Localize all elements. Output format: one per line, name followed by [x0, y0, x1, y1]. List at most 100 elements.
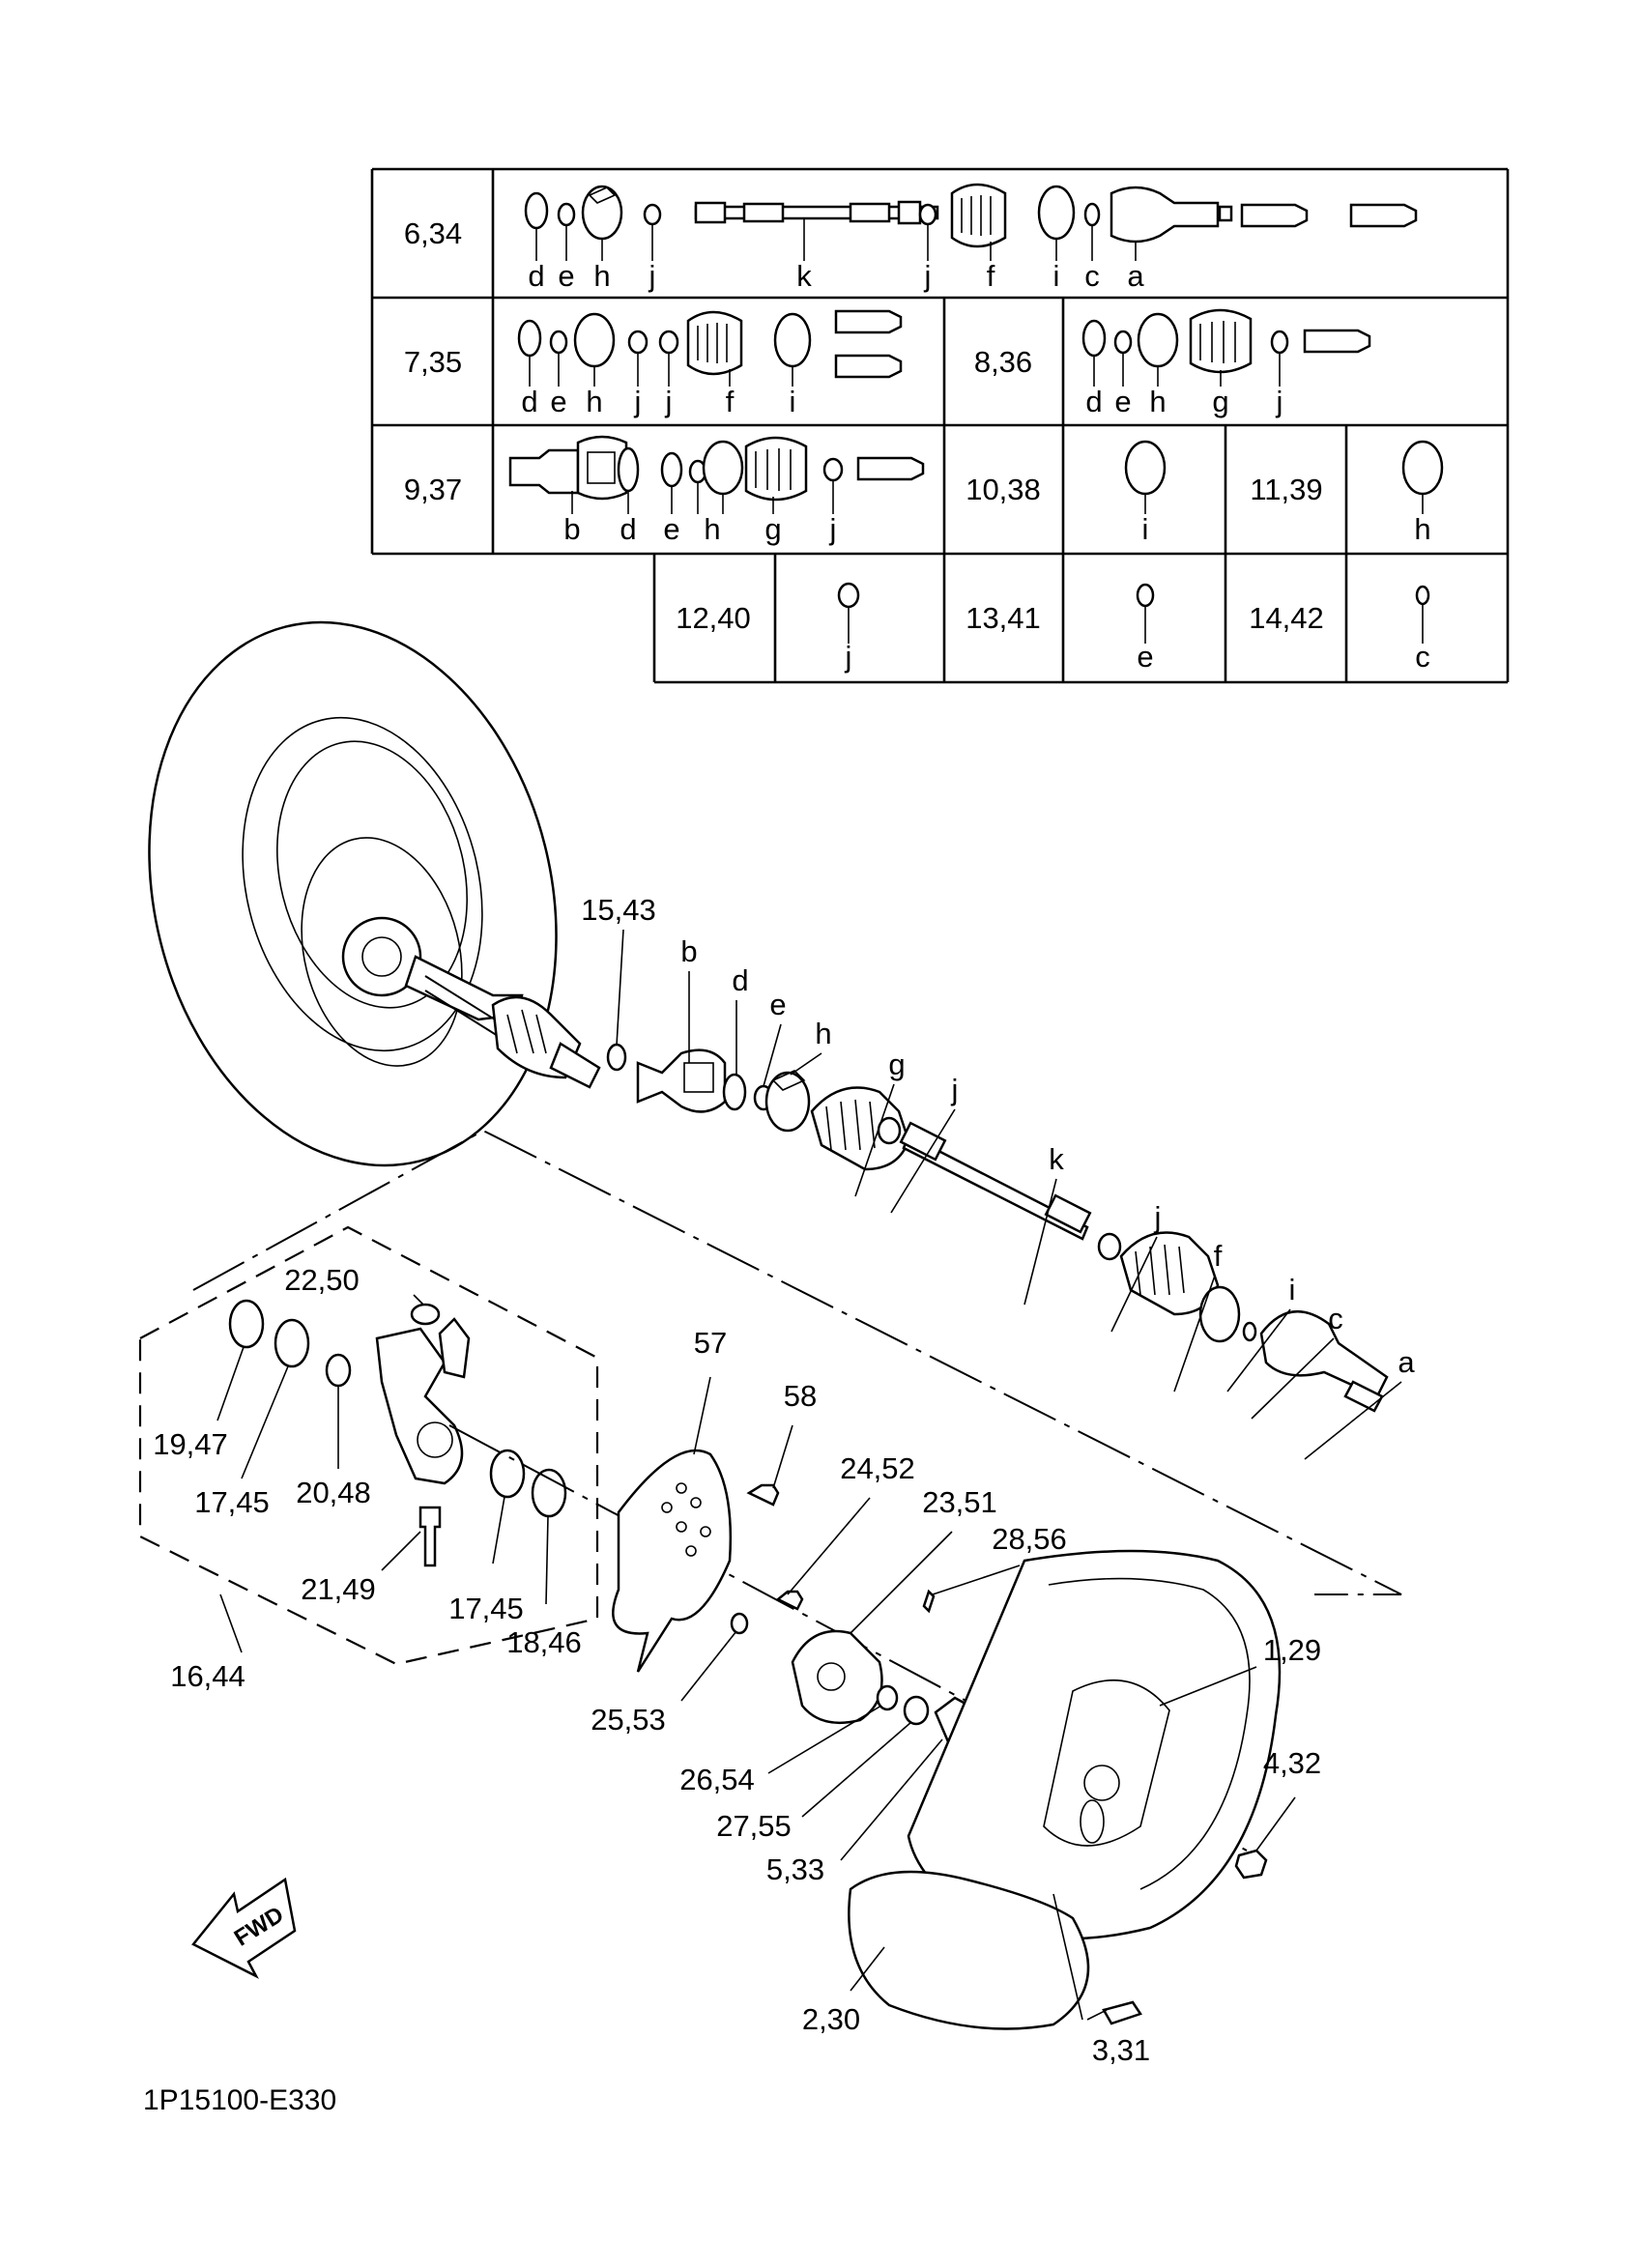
table-row-5-number: 10,38 — [966, 473, 1041, 506]
callout-57: 57 — [694, 1326, 727, 1360]
callout-labels: 15,43 b d e h g j k j f i c a 22,50 19,4… — [153, 893, 1415, 2067]
steering-knuckle — [375, 1317, 471, 1485]
row1-letter-e: e — [558, 259, 574, 293]
row2-letter-j2: j — [665, 385, 673, 418]
band-i — [1198, 1285, 1241, 1343]
table-row-3-number: 8,36 — [974, 345, 1032, 379]
row1-letter-k: k — [796, 259, 812, 293]
callout-21-49: 21,49 — [301, 1572, 376, 1606]
alignment-line-shaft — [192, 1129, 1402, 1595]
row4-letter-d: d — [620, 512, 636, 546]
callout-24-52: 24,52 — [840, 1451, 915, 1485]
shaft-k — [899, 1121, 1092, 1241]
ball-joint-21-49 — [418, 1506, 442, 1567]
row5-letter-i: i — [1142, 512, 1149, 546]
table-row-8-number: 13,41 — [966, 601, 1041, 635]
callout-15-43: 15,43 — [581, 893, 656, 927]
callout-26-54: 26,54 — [679, 1763, 755, 1796]
front-wheel-lower — [848, 1549, 1282, 2030]
callout-18-46: 18,46 — [506, 1625, 582, 1659]
bearing-17-45-upper — [274, 1318, 310, 1368]
callout-25-53: 25,53 — [591, 1703, 666, 1737]
oil-seal-18-46 — [531, 1468, 567, 1518]
callout-17-45-upper: 17,45 — [194, 1485, 270, 1519]
row1-letter-h: h — [593, 259, 610, 293]
row2-letter-f: f — [726, 385, 735, 418]
circlip-d — [722, 1073, 747, 1111]
row9-letter-c: c — [1415, 640, 1430, 674]
callout-17-45-lower: 17,45 — [448, 1592, 524, 1625]
row4-part-sketches — [508, 435, 925, 502]
washer-26-54 — [876, 1684, 899, 1711]
row2-part-sketches — [517, 309, 903, 379]
circlip-15-43 — [606, 1043, 627, 1072]
callout-g: g — [888, 1048, 905, 1081]
callout-a: a — [1398, 1345, 1415, 1379]
row4-letter-e: e — [663, 512, 679, 546]
table-row-9-number: 14,42 — [1249, 601, 1324, 635]
callout-23-51: 23,51 — [922, 1485, 997, 1519]
oil-seal-19-47 — [228, 1299, 265, 1349]
callout-3-31: 3,31 — [1092, 2033, 1150, 2067]
row4-letter-j: j — [829, 512, 837, 546]
row3-letter-j: j — [1276, 385, 1283, 418]
row5-part-sketches: i h — [1124, 440, 1444, 546]
callout-f: f — [1214, 1239, 1223, 1273]
band-j2 — [1097, 1232, 1122, 1261]
row7-to-9-part-sketches: j e c — [837, 582, 1430, 674]
row4-letter-g: g — [764, 512, 781, 546]
bolt-24-52 — [775, 1590, 804, 1611]
bearing-17-45-lower — [489, 1449, 526, 1499]
row3-part-sketches — [1081, 308, 1371, 374]
boot-g — [810, 1086, 910, 1171]
callout-j-lower: j — [1154, 1200, 1162, 1234]
row2-letter-j: j — [634, 385, 642, 418]
wheel-hub-23-51 — [791, 1629, 883, 1725]
driveshaft-exploded — [606, 1043, 1389, 1413]
inner-joint-b — [636, 1048, 727, 1113]
row3-letter-h: h — [1149, 385, 1166, 418]
row1-letter-d: d — [528, 259, 544, 293]
row1-letter-j2: j — [924, 259, 932, 293]
callout-28-56: 28,56 — [992, 1522, 1067, 1556]
washer-25-53 — [730, 1612, 749, 1635]
row1-part-sketches — [524, 183, 1418, 248]
callout-c: c — [1328, 1302, 1343, 1335]
callout-k: k — [1049, 1142, 1064, 1176]
row6-letter-h: h — [1414, 512, 1430, 546]
row3-letter-e: e — [1114, 385, 1131, 418]
table-row-6-number: 11,39 — [1250, 473, 1322, 506]
circlip-c — [1242, 1321, 1257, 1342]
callout-h: h — [815, 1017, 831, 1050]
row2-letter-h: h — [586, 385, 602, 418]
row1-letter-f: f — [987, 259, 995, 293]
knuckle-assembly-group — [138, 1225, 599, 1666]
nut-27-55 — [903, 1695, 930, 1726]
callout-5-33: 5,33 — [766, 1852, 824, 1886]
row8-letter-e: e — [1137, 640, 1153, 674]
row2-letter-i: i — [790, 385, 796, 418]
row1-letter-c: c — [1084, 259, 1100, 293]
row7-letter-j: j — [845, 640, 852, 674]
bolt-58 — [746, 1483, 780, 1507]
callout-j-upper: j — [951, 1073, 959, 1106]
nut-4-32 — [1234, 1849, 1268, 1880]
diagram-code: 1P15100-E330 — [143, 2084, 336, 2116]
callout-b: b — [680, 934, 697, 968]
callout-1-29: 1,29 — [1263, 1633, 1321, 1667]
callout-i: i — [1289, 1273, 1296, 1306]
row4-letter-b: b — [563, 512, 580, 546]
table-row-2-number: 7,35 — [404, 345, 462, 379]
table-row-4-number: 9,37 — [404, 473, 462, 506]
row2-callout-letters: d e h j j f i — [521, 353, 795, 418]
callout-16-44: 16,44 — [170, 1659, 245, 1693]
callout-leaders — [216, 929, 1402, 2021]
row3-letter-d: d — [1085, 385, 1102, 418]
row3-letter-g: g — [1212, 385, 1228, 418]
assembled-wheel-upper — [148, 620, 601, 1167]
row1-letter-i: i — [1053, 259, 1060, 293]
row2-letter-d: d — [521, 385, 537, 418]
callout-58: 58 — [784, 1379, 817, 1413]
callout-d: d — [732, 963, 748, 997]
